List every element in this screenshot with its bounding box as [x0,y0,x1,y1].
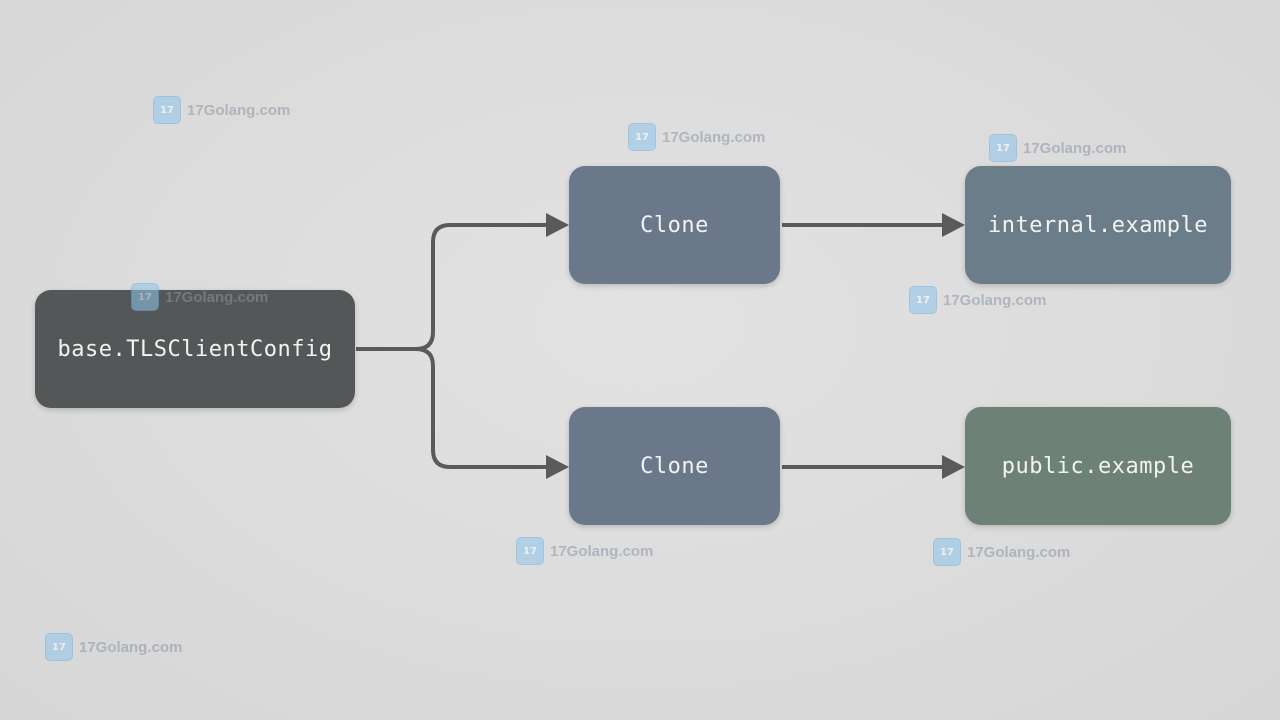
node-internal-example: internal.example [965,166,1231,284]
node-clone-bottom: Clone [569,407,780,525]
arrowhead-clone-bottom [546,455,569,479]
node-base-tls-client-config: base.TLSClientConfig [35,290,355,408]
node-public-example: public.example [965,407,1231,525]
node-internal-label: internal.example [988,212,1208,238]
node-base-label: base.TLSClientConfig [57,336,333,362]
node-clone-top: Clone [569,166,780,284]
node-clone-top-label: Clone [640,212,709,238]
edge-base-to-clone-top [356,223,548,351]
node-clone-bottom-label: Clone [640,453,709,479]
node-public-label: public.example [1001,453,1195,479]
arrowhead-public [942,455,965,479]
edge-base-to-clone-bottom [415,347,548,469]
arrowhead-clone-top [546,213,569,237]
arrowhead-internal [942,213,965,237]
